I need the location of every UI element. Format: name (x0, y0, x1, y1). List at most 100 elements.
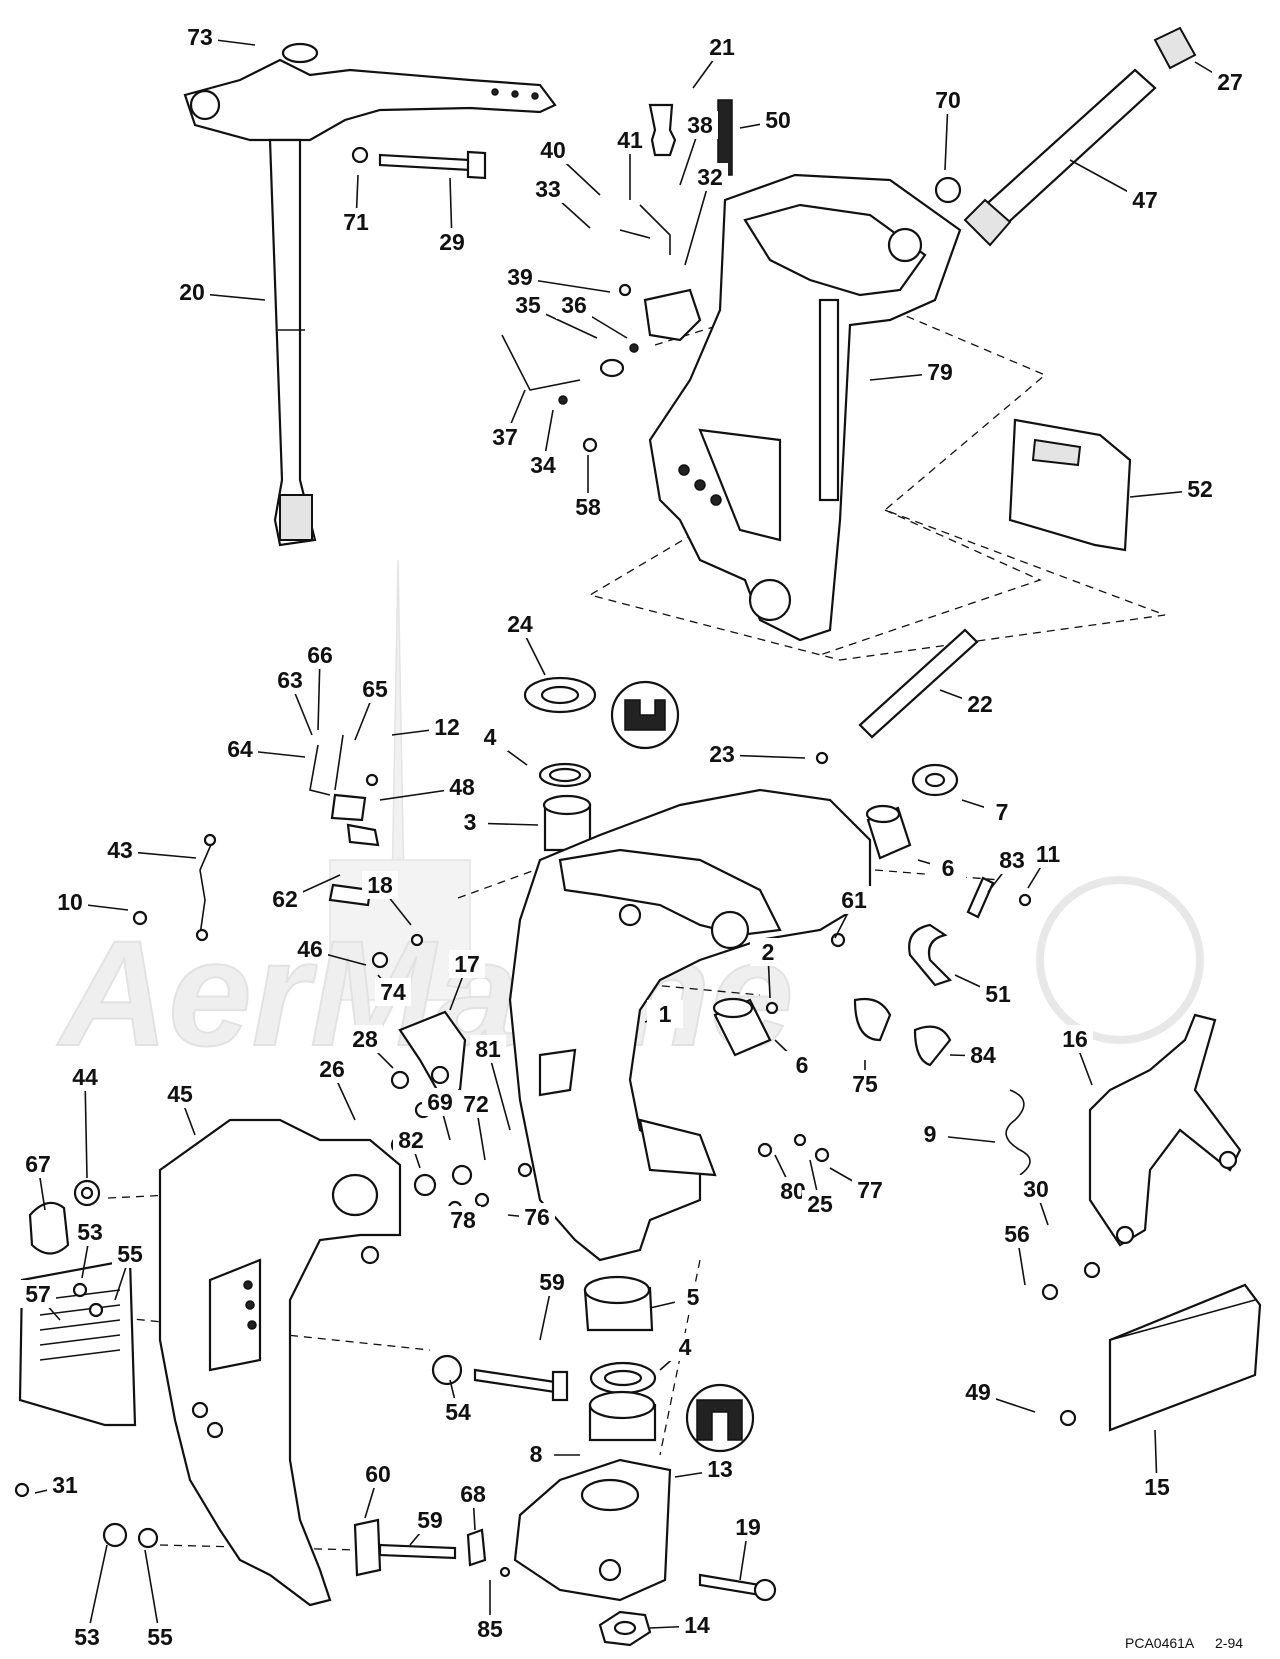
callout-label-bg (338, 208, 374, 236)
callout-label-bg (472, 723, 508, 751)
callout-label-bg (52, 888, 88, 916)
callout-label-60: 60 (365, 1461, 391, 1487)
callout-label-67: 67 (25, 1151, 51, 1177)
callout-label-47: 47 (1132, 187, 1158, 213)
callout-label-8: 8 (530, 1441, 543, 1467)
cover-52 (1008, 418, 1132, 552)
callout-label-bg (912, 1120, 948, 1148)
callout-label-76: 76 (524, 1204, 550, 1230)
callout-label-bg (347, 1025, 383, 1053)
callout-label-bg (434, 228, 470, 256)
callout-label-63: 63 (277, 667, 303, 693)
callout-label-78: 78 (450, 1207, 476, 1233)
callout-label-15: 15 (1144, 1474, 1170, 1500)
callout-label-bg (470, 1035, 506, 1063)
callout-label-79: 79 (927, 359, 953, 385)
callout-label-bg (679, 1611, 715, 1639)
callout-label-bg (472, 1615, 508, 1643)
callout-label-bg (314, 1055, 350, 1083)
nut-14 (598, 1610, 652, 1647)
callout-label-bg (930, 854, 966, 882)
callout-label-22: 22 (967, 691, 993, 717)
callout-label-41: 41 (617, 127, 643, 153)
callout-label-53: 53 (77, 1219, 103, 1245)
callout-label-2: 2 (762, 939, 775, 965)
callout-label-73: 73 (187, 24, 213, 50)
lower-clamp-13 (513, 1458, 672, 1602)
callout-label-bg (994, 846, 1030, 874)
callout-label-bg (142, 1623, 178, 1651)
callout-label-bg (302, 641, 338, 669)
callout-label-bg (162, 1080, 198, 1108)
callout-label-bg (570, 493, 606, 521)
callout-label-31: 31 (52, 1472, 78, 1498)
callout-label-bg (960, 1378, 996, 1406)
callout-label-36: 36 (561, 292, 587, 318)
callout-label-16: 16 (1062, 1026, 1088, 1052)
reference-code: PCA0461A (1125, 1635, 1195, 1651)
callout-label-68: 68 (460, 1481, 486, 1507)
callout-label-bg (704, 740, 740, 768)
callout-label-bg (362, 871, 398, 899)
callout-label-18: 18 (367, 872, 393, 898)
swivel-housing-45 (158, 1118, 402, 1607)
callout-label-39: 39 (507, 264, 533, 290)
callout-label-bg (704, 33, 740, 61)
callout-label-66: 66 (307, 642, 333, 668)
callout-label-bg (750, 938, 786, 966)
callout-label-56: 56 (1004, 1221, 1030, 1247)
callout-label-bg (112, 1240, 148, 1268)
callout-label-bg (784, 1051, 820, 1079)
callout-label-bg (647, 1000, 683, 1028)
callout-label-bg (518, 1440, 554, 1468)
bushing-6-lower (712, 997, 772, 1057)
callout-label-4: 4 (679, 1334, 692, 1360)
callout-label-6: 6 (942, 855, 955, 881)
callout-label-bg (612, 126, 648, 154)
callout-label-bg (965, 1041, 1001, 1069)
bushing-6-upper (865, 804, 912, 860)
callout-label-bg (452, 808, 488, 836)
callout-label-bg (999, 1220, 1035, 1248)
switch-harness-62-66 (309, 734, 380, 907)
callout-label-46: 46 (297, 936, 323, 962)
callout-label-bg (412, 1506, 448, 1534)
steering-arm-20 (183, 42, 557, 547)
grease-fitting-21 (648, 99, 733, 176)
callout-label-52: 52 (1187, 476, 1213, 502)
callout-label-35: 35 (515, 292, 541, 318)
callout-label-bg (1030, 840, 1066, 868)
washer-7 (911, 763, 959, 797)
callout-label-75: 75 (852, 1071, 878, 1097)
swivel-tube-47 (934, 26, 1197, 247)
callout-label-25: 25 (807, 1191, 833, 1217)
callout-label-bg (836, 886, 872, 914)
callout-label-61: 61 (841, 887, 867, 913)
link-83 (966, 876, 995, 919)
callout-label-bg (510, 291, 546, 319)
callout-label-bg (222, 735, 258, 763)
callout-label-bg (440, 1398, 476, 1426)
callout-label-20: 20 (179, 279, 205, 305)
callout-label-32: 32 (697, 164, 723, 190)
callout-label-65: 65 (362, 676, 388, 702)
bushing-orientation-icon (685, 1383, 755, 1453)
callout-label-bg (682, 111, 718, 139)
callout-label-bg (1057, 1025, 1093, 1053)
callout-label-71: 71 (343, 209, 369, 235)
callout-label-26: 26 (319, 1056, 345, 1082)
callout-label-1: 1 (659, 1001, 672, 1027)
callout-label-40: 40 (540, 137, 566, 163)
callout-label-28: 28 (352, 1026, 378, 1052)
callout-label-24: 24 (507, 611, 533, 637)
bracket-43 (195, 833, 217, 942)
callout-label-13: 13 (707, 1456, 733, 1482)
callout-label-10: 10 (57, 889, 83, 915)
callout-label-bg (502, 263, 538, 291)
callout-label-49: 49 (965, 1379, 991, 1405)
callout-label-bg (534, 1268, 570, 1296)
bushing-4-3 (538, 762, 592, 852)
washers-53-55 (72, 1282, 159, 1549)
